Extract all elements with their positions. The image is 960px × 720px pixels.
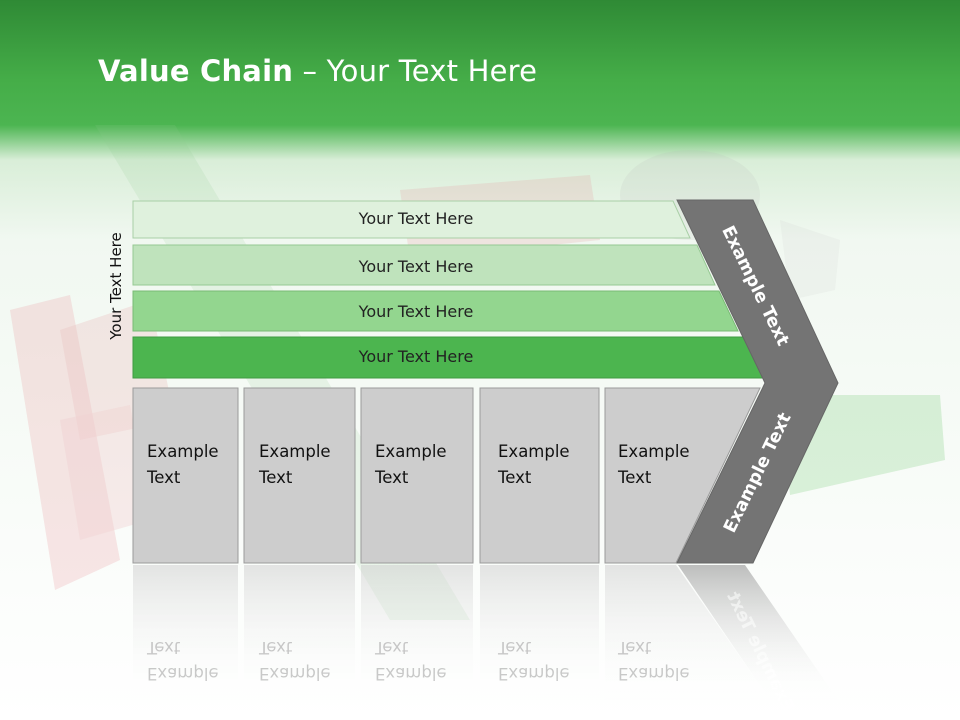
- column-reflection-4-line1: Example: [498, 664, 570, 683]
- column-reflection-4-line2: Text: [498, 638, 532, 657]
- column-reflection-1-line2: Text: [147, 638, 181, 657]
- column-label-4-line2: Text: [498, 468, 532, 487]
- column-reflection-3: Example Text: [375, 634, 447, 686]
- column-label-3-line1: Example: [375, 442, 447, 461]
- row-bar-2: [132, 244, 716, 286]
- column-label-3-line2: Text: [375, 468, 409, 487]
- column-label-5-line1: Example: [618, 442, 690, 461]
- row-bar-1: [132, 200, 691, 239]
- column-box-1: [132, 387, 239, 564]
- column-label-4-line1: Example: [498, 442, 570, 461]
- column-reflection-5-line1: Example: [618, 664, 690, 683]
- column-reflection-4: Example Text: [498, 634, 570, 686]
- column-label-4: Example Text: [498, 439, 570, 491]
- row-bar-3: [132, 290, 739, 332]
- row-label-2: Your Text Here: [358, 257, 474, 276]
- column-reflection-2: Example Text: [259, 634, 331, 686]
- column-reflection-5-line2: Text: [618, 638, 652, 657]
- column-label-3: Example Text: [375, 439, 447, 491]
- title-rest: – Your Text Here: [293, 54, 538, 88]
- row-label-1: Your Text Here: [358, 209, 474, 228]
- chevron-arrow: [676, 199, 839, 564]
- column-reflection-2-line1: Example: [259, 664, 331, 683]
- column-reflection-3-line1: Example: [375, 664, 447, 683]
- column-label-2-line1: Example: [259, 442, 331, 461]
- reflection-group: [133, 565, 838, 700]
- column-label-1-line1: Example: [147, 442, 219, 461]
- column-box-2: [243, 387, 356, 564]
- column-box-3: [360, 387, 474, 564]
- row-label-4: Your Text Here: [358, 347, 474, 366]
- row-label-3: Your Text Here: [358, 302, 474, 321]
- column-box-4: [479, 387, 600, 564]
- column-label-5-line2: Text: [618, 468, 652, 487]
- column-reflection-1: Example Text: [147, 634, 219, 686]
- column-reflection-3-line2: Text: [375, 638, 409, 657]
- column-label-2-line2: Text: [259, 468, 293, 487]
- column-label-1-line2: Text: [147, 468, 181, 487]
- title-bold: Value Chain: [98, 54, 294, 88]
- column-label-5: Example Text: [618, 439, 690, 491]
- column-reflection-2-line2: Text: [259, 638, 293, 657]
- column-label-2: Example Text: [259, 439, 331, 491]
- column-reflection-5: Example Text: [618, 634, 690, 686]
- column-label-1: Example Text: [147, 439, 219, 491]
- slide-title: Value Chain – Your Text Here: [98, 54, 537, 88]
- column-reflection-1-line1: Example: [147, 664, 219, 683]
- column-box-5: [604, 387, 761, 564]
